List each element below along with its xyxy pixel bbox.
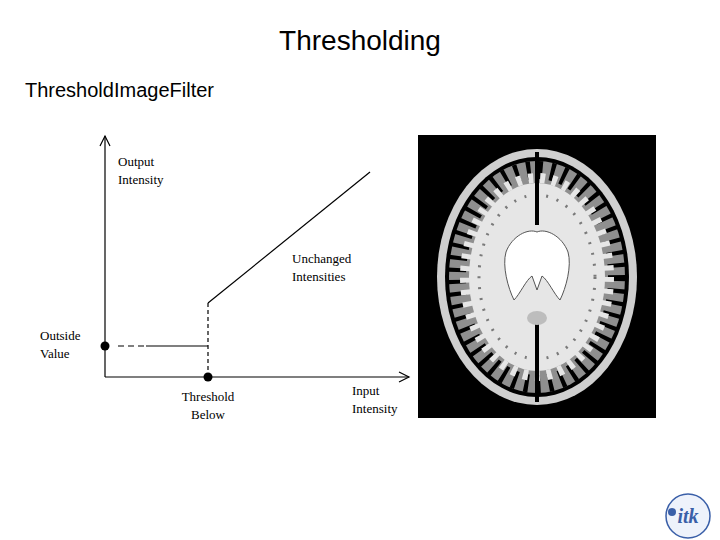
slide-title: Thresholding: [0, 24, 720, 58]
curve-label: Unchanged Intensities: [292, 250, 351, 286]
logo-text: itk: [677, 505, 698, 527]
brain-image: [418, 135, 656, 418]
axis-label: Input Intensity: [352, 382, 397, 418]
axis-label: Output Intensity: [118, 153, 163, 189]
value-label: Outside Value: [40, 327, 80, 363]
threshold-label: Threshold Below: [182, 388, 235, 424]
filter-name: ThresholdImageFilter: [25, 78, 214, 102]
graph-axes: [100, 136, 409, 382]
transfer-curve: [118, 172, 370, 377]
threshold-dot: [204, 373, 213, 382]
itk-logo: [666, 494, 710, 538]
outside-value-dot: [101, 342, 110, 351]
